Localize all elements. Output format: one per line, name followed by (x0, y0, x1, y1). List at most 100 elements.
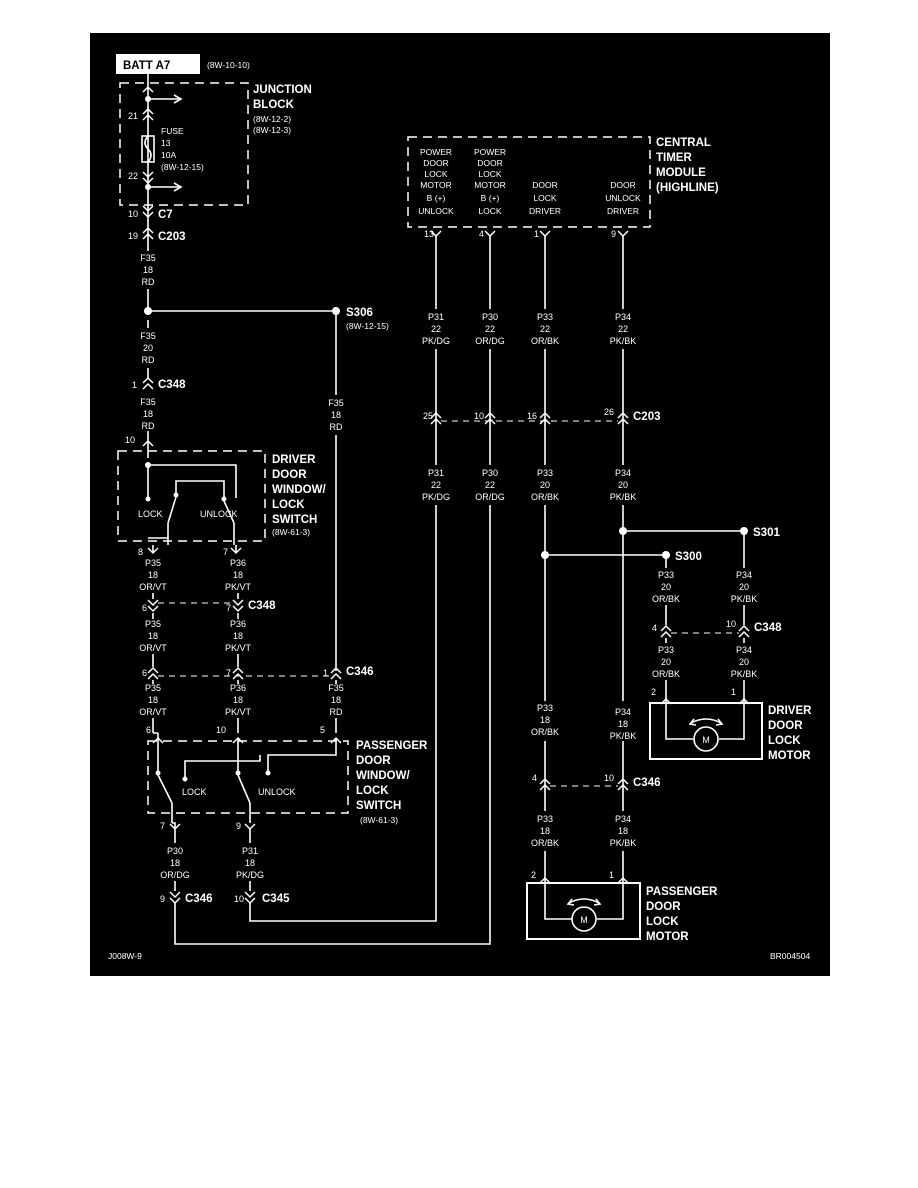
ctm-col-3: DOOR LOCK DRIVER (529, 180, 561, 216)
svg-text:DRIVER: DRIVER (607, 206, 639, 216)
wire-p34-pass-code: P34 (615, 707, 631, 717)
wire-p34-pass2-gauge: 18 (618, 826, 628, 836)
c348-top-label: C348 (158, 379, 186, 391)
wire-p35-b-gauge: 18 (148, 631, 158, 641)
ctm-pin-2: 4 (479, 229, 484, 239)
c203-top-pin: 19 (128, 231, 138, 241)
svg-text:MOTOR: MOTOR (420, 180, 451, 190)
wire-p35-b-code: P35 (145, 619, 161, 629)
svg-text:POWER: POWER (474, 147, 506, 157)
dwls-pin-top: 10 (125, 435, 135, 445)
wire-p34-drv2-code: P34 (736, 645, 752, 655)
c346-mid-label: C346 (346, 666, 374, 678)
wire-p33-pass2-color: OR/BK (531, 838, 559, 848)
svg-text:20: 20 (618, 480, 628, 490)
svg-text:DOOR: DOOR (532, 180, 558, 190)
svg-text:P34: P34 (615, 312, 631, 322)
dwls-ref: (8W-61-3) (272, 527, 310, 537)
junction-block-outline (119, 82, 249, 206)
wire-p36-a-color: PK/VT (225, 582, 252, 592)
wire-p31-return (249, 533, 437, 922)
wire-p34-drv2-color: PK/BK (731, 669, 758, 679)
ctm-col-4: DOOR UNLOCK DRIVER (605, 180, 641, 216)
wire-p33-drv2-code: P33 (658, 645, 674, 655)
c346-bot-pin: 9 (160, 894, 165, 904)
svg-text:22: 22 (485, 480, 495, 490)
wire-p34-pass2-code: P34 (615, 814, 631, 824)
c346-mid-pin-m: 7 (226, 668, 231, 678)
svg-text:P31: P31 (428, 312, 444, 322)
c348-right-label: C348 (754, 622, 782, 634)
wire-f35-mid-code: F35 (140, 331, 156, 341)
ddlm-name-4: MOTOR (768, 750, 811, 762)
driver-switch-outline (117, 450, 266, 542)
ctm-outline (407, 136, 651, 228)
svg-text:OR/BK: OR/BK (531, 492, 559, 502)
c345-bot-label: C345 (262, 893, 290, 905)
c7-pin: 10 (128, 209, 138, 219)
svg-text:OR/DG: OR/DG (475, 492, 505, 502)
wire-f35-top-color: RD (142, 277, 155, 287)
svg-text:22: 22 (485, 324, 495, 334)
wire-f35-low-code: F35 (140, 397, 156, 407)
svg-text:DOOR: DOOR (477, 158, 503, 168)
wire-labels-top: P31 22 PK/DG P30 22 OR/DG P33 22 OR/BK P… (420, 309, 640, 349)
svg-text:PK/DG: PK/DG (422, 492, 450, 502)
svg-text:P30: P30 (482, 312, 498, 322)
wire-p36-b-gauge: 18 (233, 631, 243, 641)
pwls-unlock-label: UNLOCK (258, 787, 296, 797)
wiring-diagram: BATT A7 (8W-10-10) JUNCTION BLOCK (8W-12… (90, 33, 830, 976)
pdlm-pin-l: 2 (531, 870, 536, 880)
wire-p36-b-code: P36 (230, 619, 246, 629)
junction-block-ref-1: (8W-12-2) (253, 114, 291, 124)
pdlm-name-2: DOOR (646, 901, 681, 913)
dwls-lock-contact (167, 496, 177, 524)
c346-right-pin-r: 10 (604, 773, 614, 783)
ddlm-name-2: DOOR (768, 720, 803, 732)
wire-p34-pass-gauge: 18 (618, 719, 628, 729)
c346-mid-pin-l: 6 (142, 668, 147, 678)
passenger-motor-icon (571, 906, 597, 932)
c348-right-pin-l: 4 (652, 623, 657, 633)
pwls-pin-b: 10 (216, 725, 226, 735)
ctm-pin-4: 9 (611, 229, 616, 239)
c348-mid-label: C348 (248, 600, 276, 612)
s306-label: S306 (346, 307, 373, 319)
svg-text:DOOR: DOOR (423, 158, 449, 168)
svg-text:PK/DG: PK/DG (422, 336, 450, 346)
ddlm-name-3: LOCK (768, 735, 801, 747)
junction-block-name-1: JUNCTION (253, 84, 312, 96)
wire-p33-drv-gauge: 20 (661, 582, 671, 592)
s301-label: S301 (753, 527, 780, 539)
c346-bot-label: C346 (185, 893, 213, 905)
pdlm-m: M (580, 915, 588, 925)
batt-label: BATT A7 (123, 60, 170, 72)
svg-text:DRIVER: DRIVER (529, 206, 561, 216)
pwls-pin-c: 5 (320, 725, 325, 735)
dwls-name-5: SWITCH (272, 514, 317, 526)
svg-text:LOCK: LOCK (478, 169, 501, 179)
passenger-door-lock-motor-box (526, 882, 641, 940)
c203-right-label: C203 (633, 411, 661, 423)
wire-p34-drv-color: PK/BK (731, 594, 758, 604)
c203-right-pin-1: 25 (423, 411, 433, 421)
wire-p35-a-code: P35 (145, 558, 161, 568)
c346-right-pin-l: 4 (532, 773, 537, 783)
ctm-name-2: TIMER (656, 152, 692, 164)
wire-p36-c-color: PK/VT (225, 707, 252, 717)
pdlm-pin-r: 1 (609, 870, 614, 880)
wire-f35-mid-gauge: 20 (143, 343, 153, 353)
driver-door-lock-motor-box (649, 702, 763, 760)
wire-p33-drv-code: P33 (658, 570, 674, 580)
wire-f35-c-code: F35 (328, 683, 344, 693)
ctm-name-1: CENTRAL (656, 137, 711, 149)
ddlm-m: M (702, 735, 710, 745)
c203-right-pin-4: 26 (604, 407, 614, 417)
dwls-pin-r: 7 (223, 547, 228, 557)
pwls-lock-contact (157, 774, 173, 804)
dwls-name-3: WINDOW/ (272, 484, 326, 496)
svg-text:P30: P30 (482, 468, 498, 478)
wire-f35-low-color: RD (142, 421, 155, 431)
svg-text:20: 20 (540, 480, 550, 490)
wire-p36-c-code: P36 (230, 683, 246, 693)
